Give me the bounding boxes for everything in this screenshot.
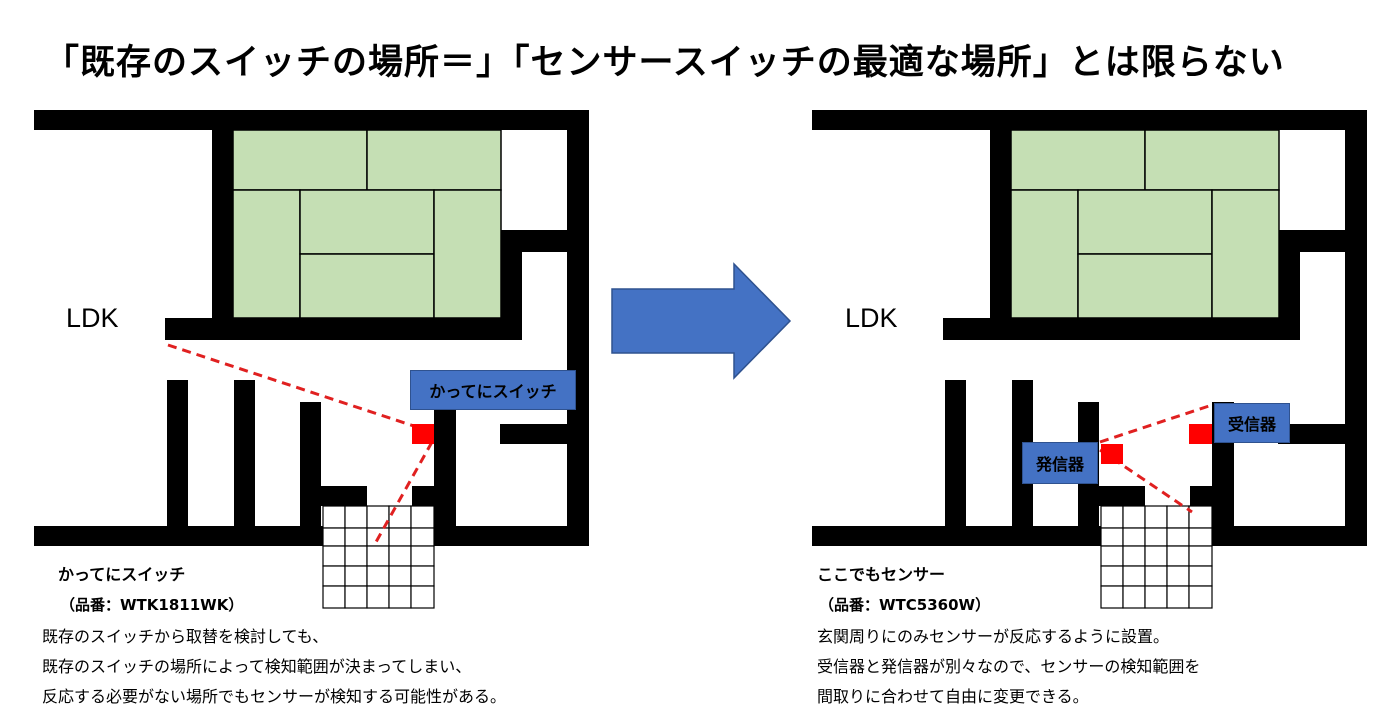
entrance-tile	[410, 585, 435, 609]
entrance-tile	[1166, 505, 1190, 529]
wall	[945, 380, 966, 526]
entrance-tile	[1188, 585, 1213, 609]
wall	[167, 380, 188, 526]
wall	[434, 526, 589, 546]
wall	[34, 110, 589, 130]
wall	[165, 318, 522, 340]
left-description-line: 既存のスイッチの場所によって検知範囲が決まってしまい、	[42, 657, 472, 676]
tatami-mat	[1010, 189, 1079, 319]
wall	[500, 424, 567, 444]
left-entrance-grid	[322, 505, 435, 609]
wall	[321, 486, 367, 506]
detection-line	[374, 441, 434, 543]
receiver-marker	[1189, 424, 1212, 444]
wall	[1279, 230, 1300, 340]
wall	[1278, 424, 1345, 444]
receiver-tag: 受信器	[1214, 403, 1290, 443]
transmitter-marker	[1101, 444, 1123, 464]
right-walls	[812, 110, 1367, 546]
entrance-tile	[1100, 527, 1124, 547]
wall	[234, 380, 255, 526]
entrance-tile	[1188, 505, 1213, 529]
tatami-mat	[1010, 129, 1146, 191]
wall	[943, 318, 1300, 340]
wall	[1099, 486, 1145, 506]
tatami-mat	[1211, 189, 1280, 319]
transmitter-tag: 発信器	[1022, 442, 1098, 484]
right-description-line: 玄関周りにのみセンサーが反応するように設置。	[817, 627, 1170, 646]
wall	[300, 402, 321, 526]
left-walls	[34, 110, 589, 546]
page-title: 「既存のスイッチの場所＝」「センサースイッチの最適な場所」とは限らない	[44, 43, 1285, 83]
right-room-label: LDK	[845, 303, 898, 333]
tatami-mat	[1077, 189, 1213, 255]
left-tatami-room	[232, 129, 502, 319]
left-switch-tag: かってにスイッチ	[410, 370, 576, 410]
right-caption-model: （品番：WTC5360W）	[819, 596, 991, 614]
tatami-mat	[1077, 253, 1213, 319]
wall	[501, 230, 522, 340]
right-description-line: 間取りに合わせて自由に変更できる。	[817, 687, 1089, 706]
wall	[434, 402, 456, 546]
entrance-tile	[1144, 505, 1168, 529]
wall	[990, 130, 1011, 340]
entrance-tile	[1166, 527, 1190, 547]
wall	[812, 110, 1367, 130]
left-caption-title: かってにスイッチ	[58, 565, 186, 584]
entrance-tile	[1122, 505, 1146, 529]
left-caption: かってにスイッチ （品番：WTK1811WK） 既存のスイッチから取替を検討して…	[42, 560, 506, 712]
entrance-tile	[1144, 527, 1168, 547]
wall	[412, 486, 434, 506]
right-description-line: 受信器と発信器が別々なので、センサーの検知範囲を	[817, 657, 1201, 676]
wall	[212, 130, 233, 340]
wall	[1212, 526, 1367, 546]
left-caption-model: （品番：WTK1811WK）	[60, 596, 244, 614]
left-description-line: 既存のスイッチから取替を検討しても、	[42, 627, 329, 646]
right-caption-title: ここでもセンサー	[817, 565, 946, 584]
wall	[1190, 486, 1212, 506]
right-entrance-grid	[1100, 505, 1213, 609]
wall	[34, 526, 323, 546]
detection-line	[1099, 403, 1213, 444]
tatami-mat	[1144, 129, 1280, 191]
entrance-tile	[1100, 505, 1124, 529]
right-caption: ここでもセンサー （品番：WTC5360W） 玄関周りにのみセンサーが反応するよ…	[817, 560, 1200, 712]
tatami-mat	[232, 189, 301, 319]
entrance-tile	[1122, 527, 1146, 547]
wall	[567, 110, 589, 546]
wall	[812, 526, 1101, 546]
left-description-line: 反応する必要がない場所でもセンサーが検知する可能性がある。	[42, 687, 507, 706]
right-tatami-room	[1010, 129, 1280, 319]
arrow-right-icon	[611, 262, 792, 380]
left-room-label: LDK	[66, 303, 119, 333]
tatami-mat	[232, 129, 368, 191]
wall	[1345, 110, 1367, 546]
sensor-switch-marker	[412, 424, 434, 444]
entrance-tile	[1188, 527, 1213, 547]
